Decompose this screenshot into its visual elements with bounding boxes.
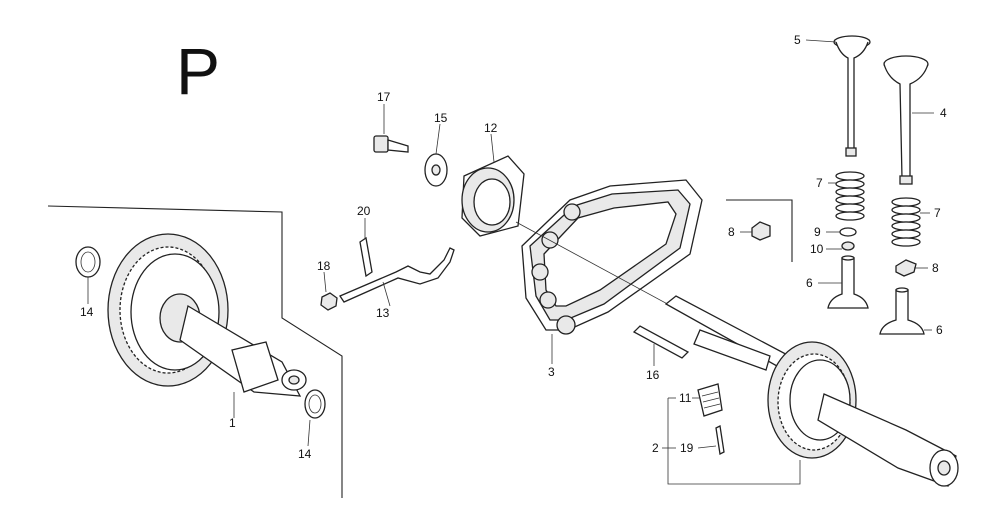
callout-2: 2 (652, 441, 659, 455)
valve-5 (833, 35, 871, 157)
tappet-left (827, 255, 869, 309)
spring-left (835, 171, 865, 221)
callout-19: 19 (680, 441, 694, 455)
callout-18: 18 (317, 259, 331, 273)
nut-18 (320, 292, 338, 311)
stem-seal-inset (726, 199, 793, 262)
callout-20: 20 (357, 204, 371, 218)
callout-17: 17 (377, 90, 391, 104)
callout-8-right: 8 (932, 261, 939, 275)
washer-15 (424, 153, 448, 187)
valve-4 (883, 55, 929, 185)
callout-5: 5 (794, 33, 801, 47)
callout-3: 3 (548, 365, 555, 379)
callout-6-right: 6 (936, 323, 943, 337)
key-16 (632, 325, 690, 359)
tappet-right (879, 287, 925, 335)
washer-right (304, 389, 326, 419)
pin-20 (359, 236, 373, 278)
section-letter: P (176, 34, 220, 108)
stem-seal-right (895, 259, 917, 277)
callout-7-left: 7 (816, 176, 823, 190)
right-camshaft-sprocket (664, 295, 959, 487)
callout-11: 11 (679, 391, 692, 405)
leader-lines (87, 39, 934, 485)
decompressor-weight (697, 383, 723, 417)
callout-6-left: 6 (806, 276, 813, 290)
callout-10: 10 (810, 242, 824, 256)
cam-chain (521, 179, 703, 335)
callout-14-left: 14 (80, 305, 94, 319)
callout-13: 13 (376, 306, 390, 320)
callout-16: 16 (646, 368, 660, 382)
callout-15: 15 (434, 111, 448, 125)
callout-4: 4 (940, 106, 947, 120)
callout-7-right: 7 (934, 206, 941, 220)
callout-1: 1 (229, 416, 236, 430)
left-assembly-frame (47, 205, 343, 498)
pin-19 (715, 425, 725, 455)
chain-guide-holder (461, 155, 525, 237)
bolt (373, 135, 409, 153)
retainer-9 (839, 227, 857, 237)
callout-8-inset: 8 (728, 225, 735, 239)
callout-14-right: 14 (298, 447, 312, 461)
spring-right (891, 197, 921, 247)
lever-13 (339, 247, 455, 303)
callout-9: 9 (814, 225, 821, 239)
retainer-10 (841, 241, 855, 251)
left-camshaft-gear (107, 233, 307, 397)
washer-left (75, 246, 101, 278)
callout-12: 12 (484, 121, 498, 135)
